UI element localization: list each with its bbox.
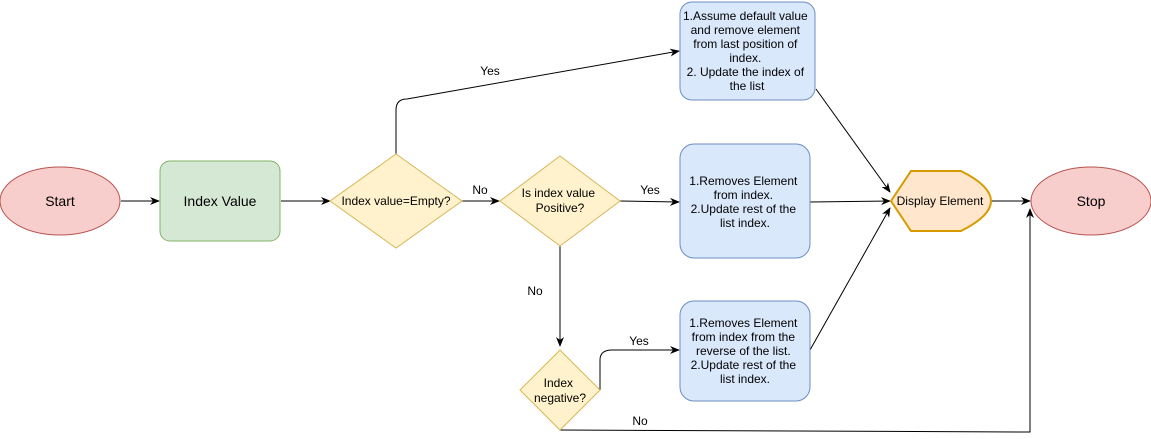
stop-label: Stop <box>1077 193 1106 209</box>
negative-box-node: 1.Removes Element from index from the re… <box>679 300 811 402</box>
edge-label-empty-yes: Yes <box>480 64 500 78</box>
negative-box-line-4: 2.Update rest of the <box>691 358 797 372</box>
edge-label-negative-no: No <box>632 414 648 428</box>
start-node: Start <box>0 166 121 236</box>
edge-empty-yes-to-default-box <box>395 48 680 154</box>
positive-box-line-2: from index. <box>714 188 773 202</box>
edge-default-box-to-display <box>815 88 891 193</box>
index-value-shape <box>159 160 281 242</box>
edges <box>121 48 1034 433</box>
edge-negative-no-to-stop <box>559 208 1034 433</box>
edge-label-negative-yes: Yes <box>629 334 649 348</box>
positive-check-line-1: Is index value <box>522 186 596 200</box>
display-shape <box>889 170 993 232</box>
stop-node: Stop <box>1030 166 1151 236</box>
edge-negative-box-to-display <box>809 207 891 351</box>
svg-text:1.Assume default value a: 1.Assume default value and remove elemen… <box>683 9 811 93</box>
positive-check-shape <box>499 155 621 247</box>
edge-negative-yes-to-negative-box <box>599 346 680 390</box>
positive-box-line-4: list index. <box>720 216 770 230</box>
negative-check-shape <box>519 349 601 431</box>
edge-positive-yes-to-positive-box <box>619 197 680 206</box>
positive-box-shape <box>679 143 811 259</box>
edge-labels: Yes No Yes No Yes No <box>472 64 659 428</box>
edge-positive-box-to-display <box>809 197 891 206</box>
default-box-shape <box>679 1 816 101</box>
empty-check-label: Index value=Empty? <box>341 194 450 208</box>
negative-box-line-5: list index. <box>720 372 770 386</box>
svg-text:1.Removes Element from i: 1.Removes Element from index from the re… <box>689 316 800 386</box>
default-box-node: 1.Assume default value and remove elemen… <box>679 1 816 101</box>
edge-label-positive-no: No <box>527 284 543 298</box>
svg-text:Index negative?: Index negative? <box>534 376 586 405</box>
display-label: Display Element <box>897 194 984 208</box>
edge-label-positive-yes: Yes <box>640 183 660 197</box>
svg-text:Is index value Positive?: Is index value Positive? <box>522 186 599 215</box>
negative-check-line-1: Index <box>544 376 573 390</box>
empty-check-shape <box>329 153 463 249</box>
positive-box-line-3: 2.Update rest of the <box>691 202 797 216</box>
default-box-line-6: the list <box>730 79 765 93</box>
svg-text:1.Removes Element from i: 1.Removes Element from index. 2.Update r… <box>689 174 800 230</box>
positive-check-node: Is index value Positive? <box>499 155 621 247</box>
index-value-label: Index Value <box>184 193 257 209</box>
default-box-line-1: 1.Assume default value <box>683 9 808 23</box>
negative-box-line-1: 1.Removes Element <box>689 316 798 330</box>
default-box-line-4: index. <box>729 51 761 65</box>
index-value-node: Index Value <box>159 160 281 242</box>
stop-shape <box>1030 166 1151 236</box>
negative-box-shape <box>679 300 811 402</box>
empty-check-node: Index value=Empty? <box>329 153 463 249</box>
display-node: Display Element <box>889 170 993 232</box>
negative-check-line-2: negative? <box>534 391 586 405</box>
default-box-line-3: from last position of <box>693 37 798 51</box>
negative-box-line-2: from index from the <box>692 330 796 344</box>
positive-box-line-1: 1.Removes Element <box>689 174 798 188</box>
positive-box-node: 1.Removes Element from index. 2.Update r… <box>679 143 811 259</box>
default-box-line-5: 2. Update the index of <box>687 65 805 79</box>
start-shape <box>0 166 121 236</box>
start-label: Start <box>45 193 75 209</box>
negative-check-node: Index negative? <box>519 349 601 431</box>
edge-label-empty-no: No <box>472 183 488 197</box>
default-box-line-2: and remove element <box>691 23 801 37</box>
negative-box-line-3: reverse of the list. <box>696 344 791 358</box>
positive-check-line-2: Positive? <box>536 201 585 215</box>
